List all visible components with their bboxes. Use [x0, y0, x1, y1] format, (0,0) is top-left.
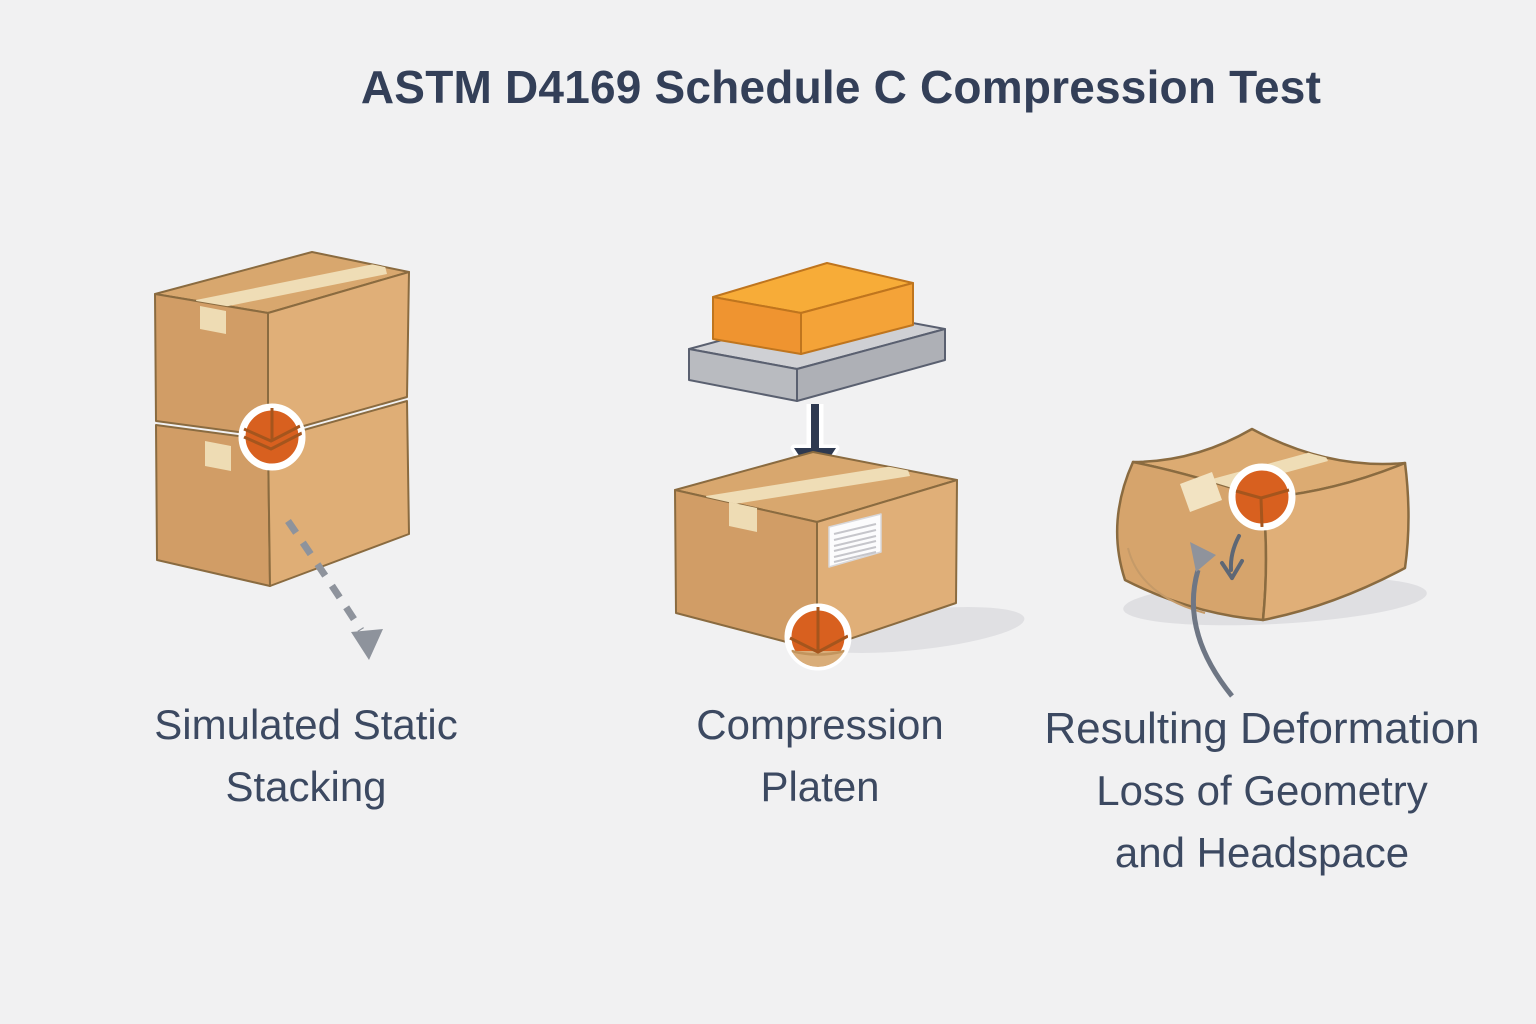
stress-point-circle-right — [1228, 463, 1296, 531]
sag-arrow-icon — [1220, 534, 1244, 580]
test-box — [674, 451, 958, 651]
caption-middle-line2: Platen — [760, 763, 880, 810]
deformed-box-figure — [1115, 427, 1410, 698]
caption-middle-line1: Compression — [696, 701, 944, 748]
tape-strip — [706, 464, 910, 532]
caption-right-line3: and Headspace — [1114, 829, 1410, 876]
dashed-arrow-icon — [285, 519, 383, 660]
caption-compression-platen: Compression Platen — [696, 694, 943, 818]
caption-left-line1: Simulated Static — [154, 701, 458, 748]
deformed-box — [1115, 427, 1410, 622]
stress-point-circle-left — [238, 403, 306, 471]
caption-simulated-static-stacking: Simulated Static Stacking — [154, 694, 457, 818]
caption-left-line2: Stacking — [225, 763, 387, 810]
stress-point-circle-middle — [784, 603, 852, 671]
caption-resulting-deformation: Resulting Deformation Loss of Geometry a… — [1044, 698, 1479, 884]
weight-block — [712, 262, 914, 355]
tape-tab — [205, 441, 231, 471]
caption-right-line1: Resulting Deformation — [1044, 704, 1480, 753]
compression-figure — [674, 262, 958, 671]
stacked-boxes-figure — [154, 251, 410, 660]
shipping-label — [828, 513, 882, 568]
page-title: ASTM D4169 Schedule C Compression Test — [360, 61, 1322, 113]
caption-right-line2: Loss of Geometry — [1096, 767, 1428, 814]
deformation-pointer-arrow-icon — [1190, 542, 1234, 698]
tape-strip — [196, 262, 387, 334]
